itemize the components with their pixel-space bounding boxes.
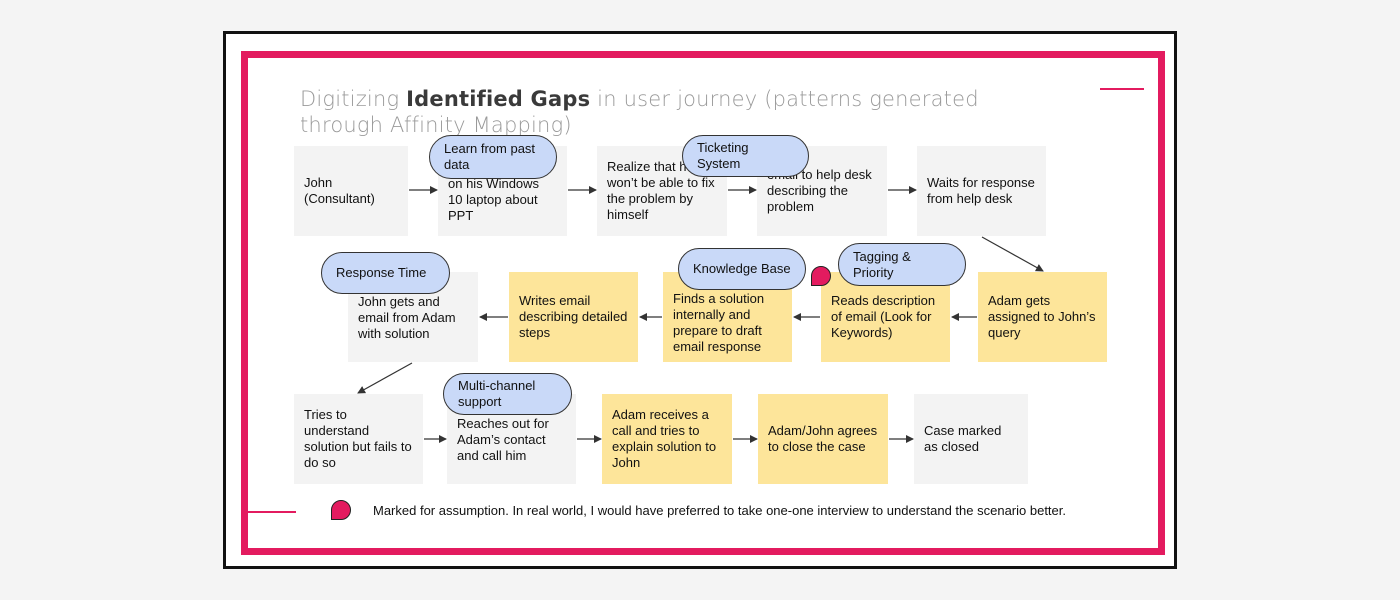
step-agree-to-close: Adam/John agrees to close the case (758, 394, 888, 484)
assumption-marker-icon (811, 266, 831, 286)
tag-response-time: Response Time (321, 252, 450, 294)
accent-line-top-right (1100, 88, 1144, 90)
step-adam-assigned: Adam gets assigned to John’s query (978, 272, 1107, 362)
step-email-help-desk: email to help desk describing the proble… (757, 146, 887, 236)
step-john-consultant: John (Consultant) (294, 146, 408, 236)
legend-assumption-marker-icon (331, 500, 351, 520)
step-reads-description: Reads description of email (Look for Key… (821, 272, 950, 362)
accent-line-bottom-left (248, 511, 296, 513)
step-adam-receives-call: Adam receives a call and tries to explai… (602, 394, 732, 484)
arrow-5-6 (981, 236, 1044, 272)
footnote-assumption: Marked for assumption. In real world, I … (373, 503, 1066, 518)
tag-multi-channel-support: Multi-channel support (443, 373, 572, 415)
step-tries-to-understand: Tries to understand solution but fails t… (294, 394, 423, 484)
tag-learn-from-past-data: Learn from past data (429, 135, 557, 179)
slide-title: Digitizing Identified Gaps in user journ… (300, 87, 979, 137)
tag-ticketing-system: Ticketing System (682, 135, 809, 177)
tag-knowledge-base: Knowledge Base (678, 248, 806, 290)
step-waits-for-response: Waits for response from help desk (917, 146, 1046, 236)
tag-tagging-priority: Tagging & Priority (838, 243, 966, 286)
title-emphasis: Identified Gaps (406, 87, 591, 111)
step-writes-email: Writes email describing detailed steps (509, 272, 638, 362)
step-case-closed: Case marked as closed (914, 394, 1028, 484)
arrow-10-11 (357, 362, 413, 394)
